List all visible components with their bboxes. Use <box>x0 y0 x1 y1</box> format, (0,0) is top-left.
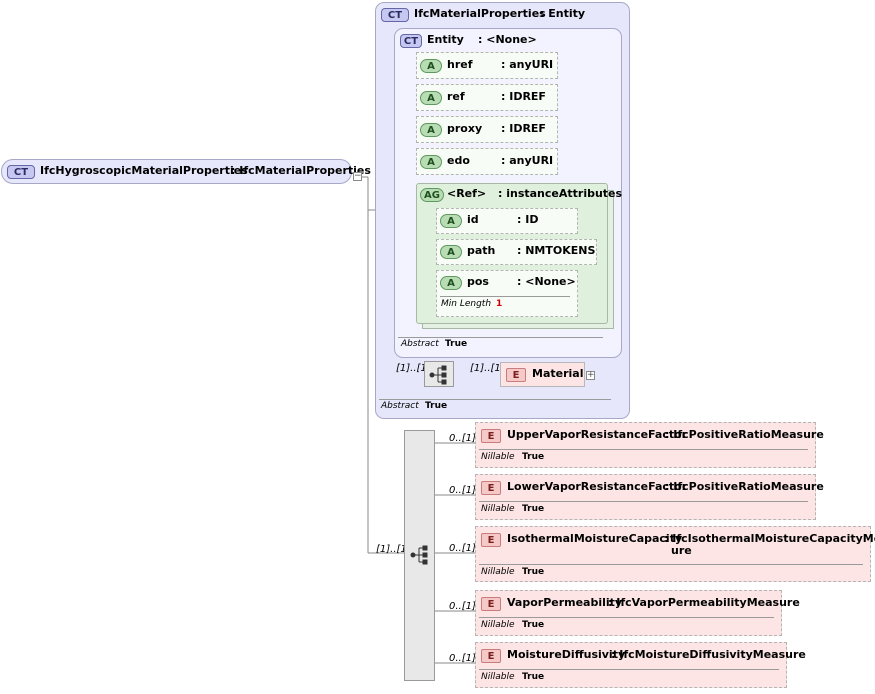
attribute-id[interactable]: A id : ID <box>436 208 578 234</box>
element-isothermal-moisture-capacity[interactable]: E IsothermalMoistureCapacity : IfcIsothe… <box>475 526 875 582</box>
attribute-path[interactable]: A path : NMTOKENS <box>436 239 597 265</box>
element-icon: E <box>481 597 501 611</box>
nillable-value: True <box>522 504 545 514</box>
nillable-value: True <box>522 452 545 462</box>
material-seq-cardinality: [1]..[1] <box>396 363 431 374</box>
element-material[interactable]: E Material <box>500 362 585 387</box>
nillable-label: Nillable <box>481 504 515 514</box>
main-sequence-compositor[interactable] <box>404 430 435 681</box>
element-icon: E <box>481 481 501 495</box>
abstract-label: Abstract <box>381 401 419 411</box>
entity-type: : <None> <box>478 33 537 46</box>
base-name: IfcMaterialProperties <box>414 7 546 20</box>
nillable-value: True <box>522 672 545 682</box>
attribute-icon: A <box>420 91 442 105</box>
nillable-label: Nillable <box>481 672 515 682</box>
collapse-icon[interactable]: − <box>353 171 362 181</box>
ct-badge-icon: CT <box>400 34 422 48</box>
element-cardinality: 0..[1] <box>449 543 476 554</box>
sequence-compositor[interactable] <box>424 361 454 387</box>
element-lower-vapor-resistance-factor[interactable]: E LowerVaporResistanceFactor : IfcPositi… <box>475 474 824 520</box>
attribute-pos[interactable]: A pos : <None> Min Length 1 <box>436 270 578 317</box>
sequence-icon <box>410 545 428 565</box>
attribute-icon: A <box>420 59 442 73</box>
attribute-ref[interactable]: A ref : IDREF <box>416 84 558 111</box>
ct-badge-icon: CT <box>7 165 35 179</box>
element-icon: E <box>481 429 501 443</box>
nillable-label: Nillable <box>481 567 515 577</box>
element-icon: E <box>481 649 501 663</box>
element-vapor-permeability[interactable]: E VaporPermeability : IfcVaporPermeabili… <box>475 590 800 636</box>
expand-icon[interactable]: + <box>586 370 595 380</box>
attribute-edo[interactable]: A edo : anyURI <box>416 148 558 175</box>
attribute-icon: A <box>440 245 462 259</box>
element-upper-vapor-resistance-factor[interactable]: E UpperVaporResistanceFactor : IfcPositi… <box>475 422 824 468</box>
root-name: IfcHygroscopicMaterialProperties <box>40 164 248 177</box>
sequence-icon <box>429 365 447 385</box>
element-moisture-diffusivity[interactable]: E MoistureDiffusivity : IfcMoistureDiffu… <box>475 642 806 688</box>
attribute-icon: A <box>440 214 462 228</box>
element-icon: E <box>506 368 526 382</box>
base-type: : Entity <box>540 7 586 20</box>
attribute-icon: A <box>420 155 442 169</box>
attribute-icon: A <box>440 276 462 290</box>
attribute-href[interactable]: A href : anyURI <box>416 52 558 79</box>
material-cardinality: [1]..[1] <box>470 363 505 374</box>
nillable-label: Nillable <box>481 452 515 462</box>
root-complex-type[interactable]: CT IfcHygroscopicMaterialProperties : If… <box>1 159 371 184</box>
abstract-value: True <box>445 339 468 349</box>
element-cardinality: 0..[1] <box>449 433 476 444</box>
element-cardinality: 0..[1] <box>449 485 476 496</box>
attribute-group-icon: AG <box>420 188 444 202</box>
attribute-icon: A <box>420 123 442 137</box>
root-type: : IfcMaterialProperties <box>231 164 371 177</box>
abstract-value: True <box>425 401 448 411</box>
sequence-cardinality: [1]..[1] <box>376 544 411 555</box>
entity-name: Entity <box>427 33 464 46</box>
attribute-proxy[interactable]: A proxy : IDREF <box>416 116 558 143</box>
nillable-value: True <box>522 567 545 577</box>
nillable-value: True <box>522 620 545 630</box>
element-icon: E <box>481 533 501 547</box>
element-cardinality: 0..[1] <box>449 653 476 664</box>
abstract-label: Abstract <box>401 339 439 349</box>
nillable-label: Nillable <box>481 620 515 630</box>
ct-badge-icon: CT <box>381 8 409 22</box>
element-cardinality: 0..[1] <box>449 601 476 612</box>
facet-value: 1 <box>496 299 503 309</box>
facet-label: Min Length <box>441 299 492 309</box>
